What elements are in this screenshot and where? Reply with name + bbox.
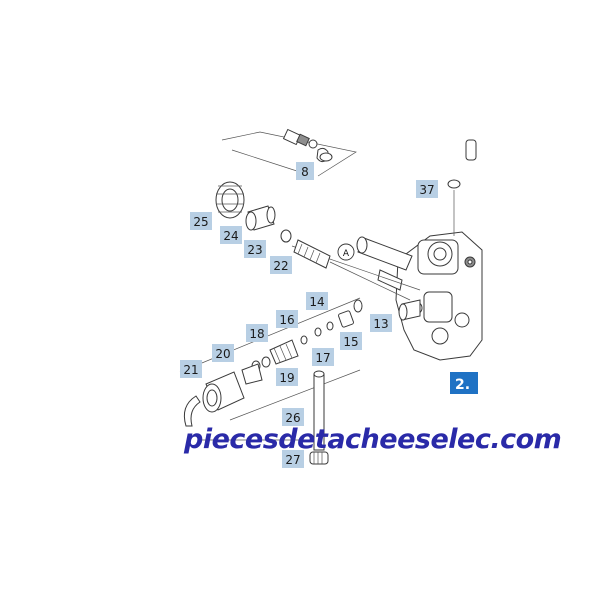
part-label-20: 20 bbox=[212, 344, 234, 362]
part-label-13: 13 bbox=[370, 314, 392, 332]
part-22-filter bbox=[293, 239, 331, 269]
part-label-17: 17 bbox=[312, 348, 334, 366]
part-14-15-16-13-parts bbox=[300, 299, 363, 345]
part-label-37: 37 bbox=[416, 180, 438, 198]
svg-text:25: 25 bbox=[193, 215, 208, 229]
svg-text:16: 16 bbox=[279, 313, 294, 327]
part-26-hose bbox=[313, 370, 325, 451]
watermark: piecesdetacheeselec.com bbox=[183, 424, 562, 455]
svg-text:27: 27 bbox=[285, 453, 300, 467]
svg-text:18: 18 bbox=[249, 327, 264, 341]
part-label-16: 16 bbox=[276, 310, 298, 328]
svg-text:21: 21 bbox=[183, 363, 198, 377]
svg-text:8: 8 bbox=[301, 165, 309, 179]
part-27-clamp bbox=[309, 451, 329, 465]
part-label-27: 27 bbox=[282, 450, 304, 468]
part-label-26: 26 bbox=[282, 408, 304, 426]
part-23-oring bbox=[280, 229, 292, 243]
svg-text:14: 14 bbox=[309, 295, 324, 309]
svg-text:22: 22 bbox=[273, 259, 288, 273]
part-label-25: 25 bbox=[190, 212, 212, 230]
part-24-adapter bbox=[245, 205, 276, 231]
svg-text:37: 37 bbox=[419, 183, 434, 197]
svg-text:piecesdetacheeselec.com: piecesdetacheeselec.com bbox=[183, 424, 561, 455]
part-label-18: 18 bbox=[246, 324, 268, 342]
svg-text:23: 23 bbox=[247, 243, 262, 257]
part-label-21: 21 bbox=[180, 360, 202, 378]
pump-housing bbox=[356, 139, 483, 361]
part-label-23: 23 bbox=[244, 240, 266, 258]
part-label-14: 14 bbox=[306, 292, 328, 310]
svg-text:26: 26 bbox=[285, 411, 300, 425]
svg-text:13: 13 bbox=[373, 317, 388, 331]
svg-text:2.: 2. bbox=[455, 377, 470, 393]
svg-text:19: 19 bbox=[279, 371, 294, 385]
detail-panel bbox=[221, 128, 357, 177]
svg-text:17: 17 bbox=[315, 351, 330, 365]
part-label-8: 8 bbox=[296, 162, 314, 180]
part-21-coupling bbox=[183, 371, 245, 427]
part-37-ring bbox=[447, 179, 461, 189]
part-label-15: 15 bbox=[340, 332, 362, 350]
part-18-fitting bbox=[269, 339, 299, 365]
svg-text:20: 20 bbox=[215, 347, 230, 361]
part-20-connector bbox=[241, 356, 271, 385]
part-label-22: 22 bbox=[270, 256, 292, 274]
svg-text:24: 24 bbox=[223, 229, 238, 243]
marker-a-letter: A bbox=[343, 249, 350, 259]
part-label-24: 24 bbox=[220, 226, 242, 244]
section-tag: 2. bbox=[450, 372, 478, 394]
part-25-nut bbox=[215, 181, 245, 219]
marker-a: A bbox=[337, 243, 355, 261]
svg-text:15: 15 bbox=[343, 335, 358, 349]
part-probe-detail bbox=[282, 128, 333, 163]
part-label-19: 19 bbox=[276, 368, 298, 386]
